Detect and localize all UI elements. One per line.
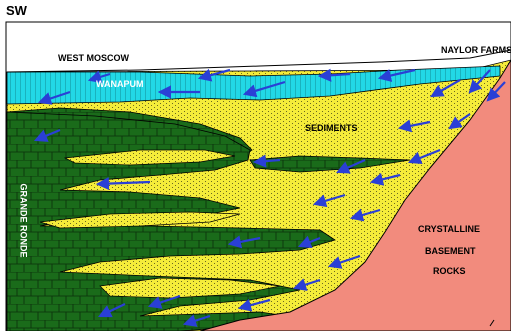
label-crystalline: CRYSTALLINE <box>418 225 480 234</box>
label-naylor-farms: NAYLOR FARMS <box>441 46 511 55</box>
label-rocks: ROCKS <box>433 267 466 276</box>
label-sediments: SEDIMENTS <box>305 124 358 133</box>
label-basement: BASEMENT <box>425 247 476 256</box>
label-wanapum: WANAPUM <box>96 80 144 89</box>
label-west-moscow: WEST MOSCOW <box>58 54 129 63</box>
label-grande-ronde: GRANDE RONDE <box>19 183 28 257</box>
direction-label: SW <box>6 4 27 17</box>
